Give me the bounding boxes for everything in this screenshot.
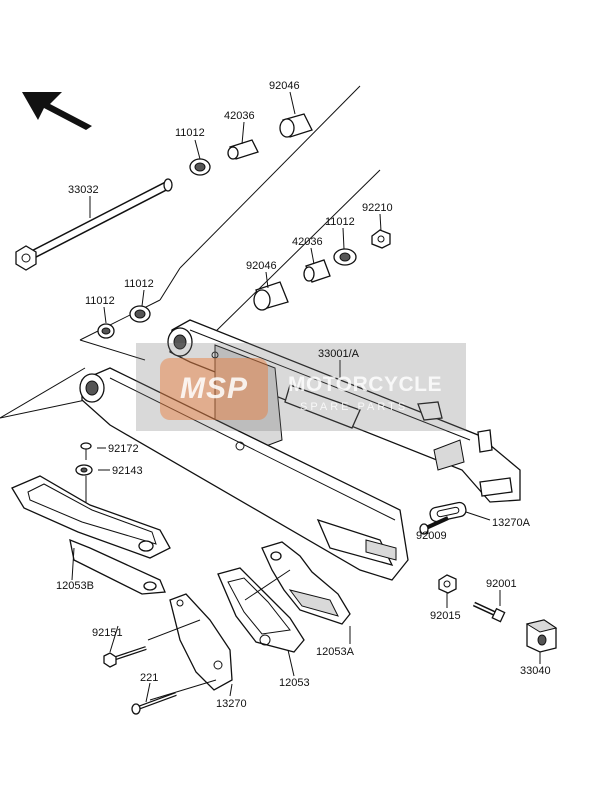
label-13270: 13270 (216, 698, 247, 710)
chain-guide-12053b (11, 475, 171, 595)
bolt-92001 (472, 601, 506, 623)
label-221: 221 (140, 672, 159, 684)
adjuster-block-33040 (525, 619, 558, 653)
nut-92210 (371, 229, 391, 249)
label-92151: 92151 (92, 627, 123, 639)
label-92009: 92009 (416, 530, 447, 542)
label-92210: 92210 (362, 202, 393, 214)
label-12053b: 12053B (56, 580, 94, 592)
guide-12053 (217, 567, 305, 653)
label-92143: 92143 (112, 465, 143, 477)
label-12053a: 12053A (316, 646, 354, 658)
watermark-logo-text: MSP (179, 372, 248, 405)
watermark-title: MOTORCYCLE (288, 373, 442, 396)
collar-11012-mid (333, 248, 357, 266)
pivot-axle-33032 (15, 178, 173, 271)
watermark-banner (136, 343, 466, 431)
label-11012-mid: 11012 (325, 216, 355, 228)
label-11012-top: 11012 (175, 127, 205, 139)
label-12053: 12053 (279, 677, 310, 689)
label-92172: 92172 (108, 443, 139, 455)
bearing-92046-top (279, 113, 313, 138)
bearing-92046-mid (253, 281, 289, 311)
bolt-221 (131, 692, 177, 715)
label-92046-mid: 92046 (246, 260, 277, 272)
screw-92172 (80, 442, 92, 460)
washer-92143 (75, 464, 93, 476)
bolt-92151 (103, 646, 147, 668)
watermark-logo (160, 358, 268, 420)
watermark-subtitle: SPARE PARTS (300, 401, 409, 413)
label-11012-left-a: 11012 (85, 295, 115, 307)
slider-13270a (429, 501, 467, 523)
front-direction-arrow-icon (22, 92, 92, 130)
label-92001: 92001 (486, 578, 517, 590)
swing-arm-33001a (79, 319, 521, 581)
sleeve-42036-mid (303, 259, 331, 283)
collar-11012-left-b (129, 305, 151, 323)
nut-92015 (438, 574, 457, 594)
plate-13270 (169, 593, 233, 691)
guide-12053a (261, 541, 351, 625)
label-92046-top: 92046 (269, 80, 300, 92)
label-33032: 33032 (68, 184, 99, 196)
label-33001a: 33001/A (318, 348, 359, 360)
reference-lines (0, 85, 381, 419)
sleeve-42036-top (227, 139, 259, 160)
label-42036-top: 42036 (224, 110, 255, 122)
collar-11012-left-a (97, 323, 115, 339)
bolt-92009 (419, 516, 449, 535)
label-92015: 92015 (430, 610, 461, 622)
label-42036-mid: 42036 (292, 236, 323, 248)
leader-lines (71, 91, 541, 703)
label-11012-left-b: 11012 (124, 278, 154, 290)
collar-11012-top (189, 158, 211, 176)
label-33040: 33040 (520, 665, 551, 677)
label-13270a: 13270A (492, 517, 530, 529)
